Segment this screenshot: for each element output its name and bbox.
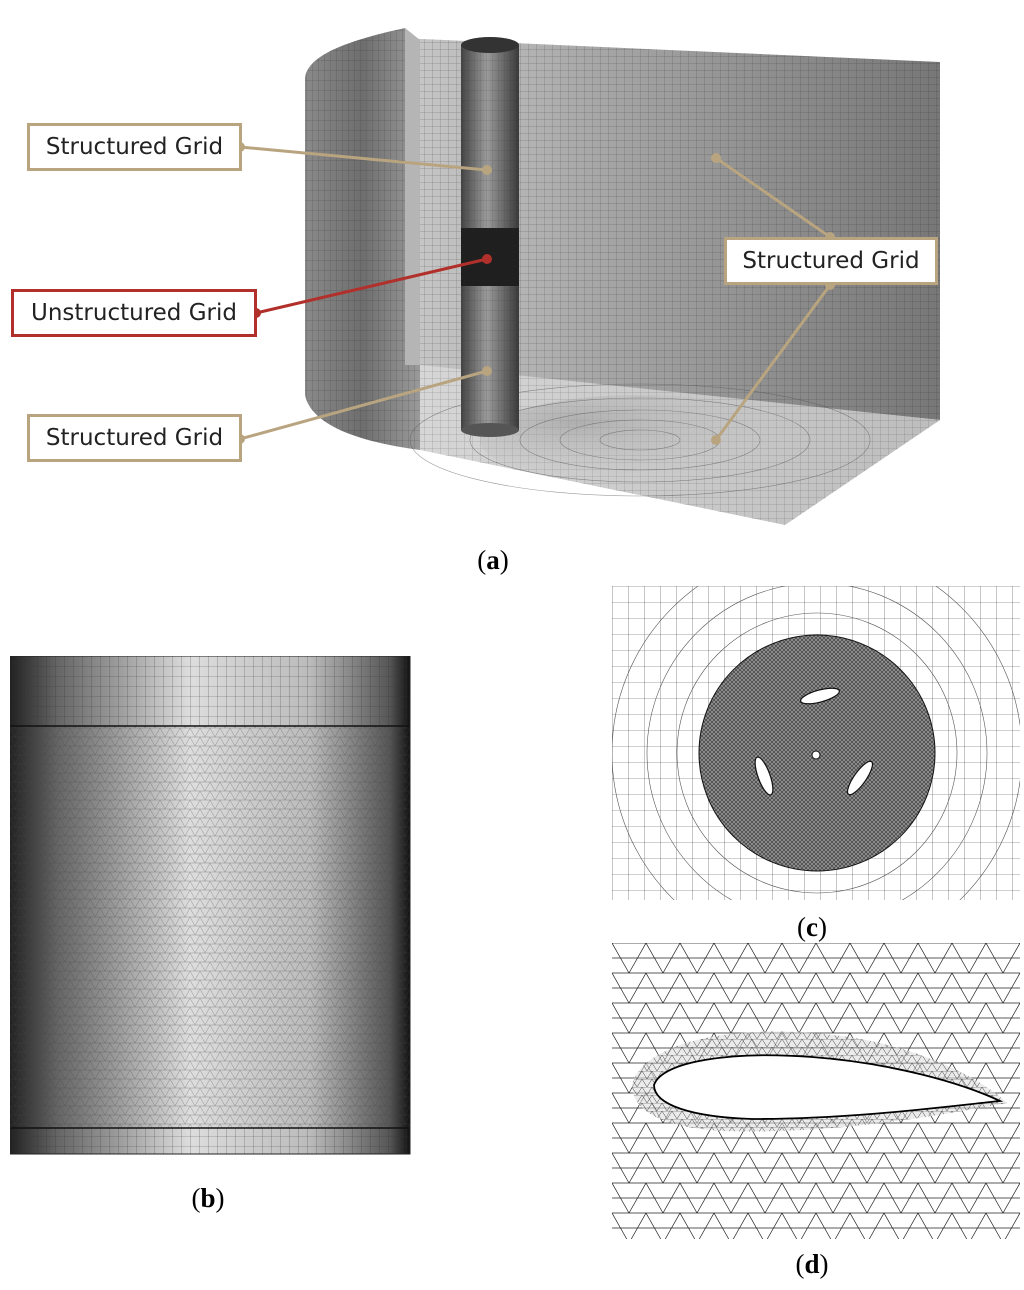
shaft [811,750,821,760]
cylinder-top [461,37,519,53]
panel-b-cylinder-mesh [10,656,411,1155]
blade-3 [846,760,874,796]
panel-c-rotor-mesh [612,586,1020,900]
bottom-structured-band [10,1128,410,1154]
label-unstructured-grid: Unstructured Grid [11,289,257,337]
connector-top-left [239,145,488,172]
connector-right-upper [715,156,831,239]
connector-middle-left [255,257,488,315]
label-structured-grid-bottom: Structured Grid [27,414,242,462]
label-structured-grid-top: Structured Grid [27,123,242,171]
airfoil [653,1054,1004,1120]
connector-bottom-left [239,369,488,441]
caption-a: (a) [477,545,509,575]
top-structured-band [10,656,410,726]
connector-right-lower [714,284,832,441]
caption-d: (d) [795,1249,829,1279]
blade-2 [754,756,774,796]
panel-a-mesh-domain [235,28,940,525]
caption-c: (c) [797,912,827,942]
unstructured-region [10,726,410,1128]
caption-b: (b) [191,1183,225,1213]
label-structured-grid-right: Structured Grid [724,237,938,285]
panel-d-airfoil-mesh [612,943,1020,1239]
blade-1 [800,687,840,705]
